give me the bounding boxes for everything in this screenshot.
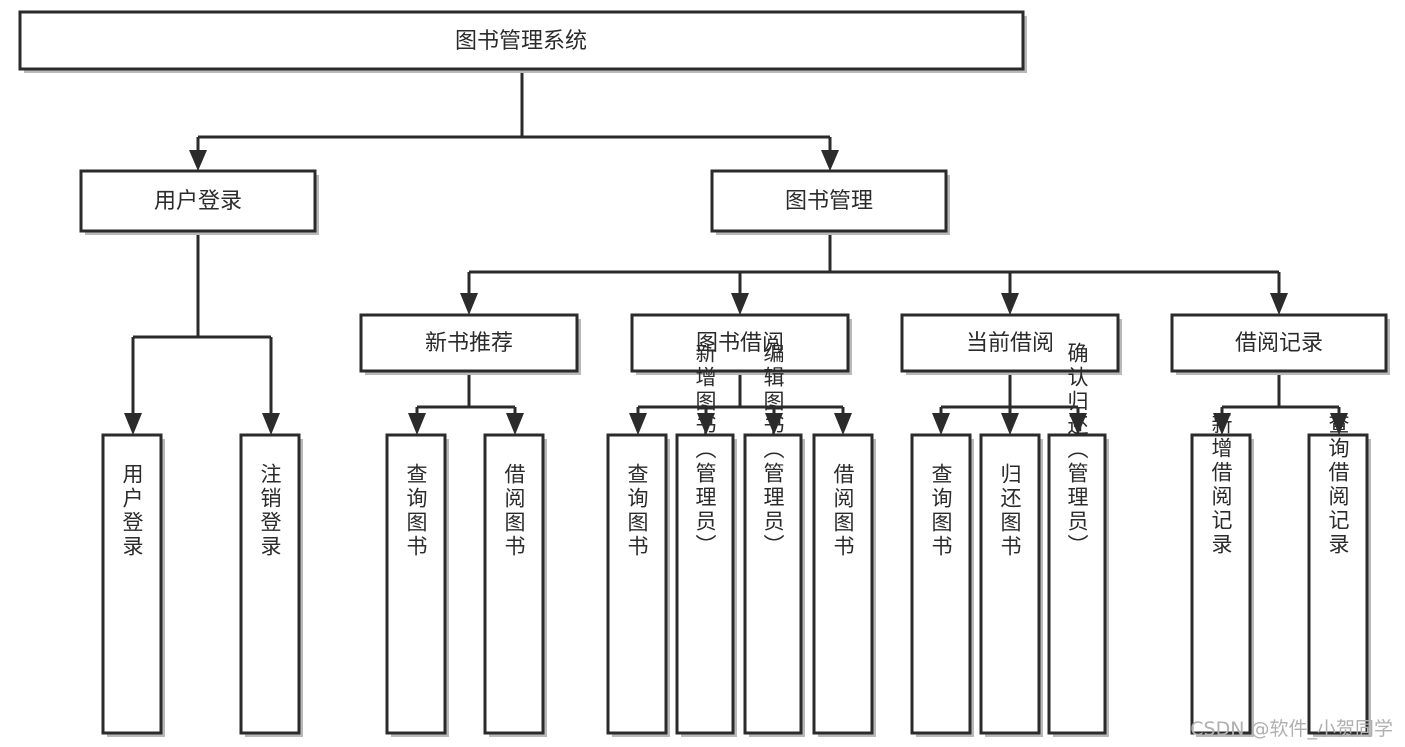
node-leaf-add-borrow-record-rect[interactable] xyxy=(1190,433,1252,735)
arrow-head-root-2 xyxy=(821,150,839,171)
node-leaf-edit-book-admin-rect[interactable] xyxy=(743,433,803,735)
node-leaf-logout-label: 注销登录 xyxy=(258,463,282,559)
node-borrow-record[interactable]: 借阅记录 xyxy=(1170,313,1390,375)
node-user-login[interactable]: 用户登录 xyxy=(79,169,319,235)
arrow-head-current-2 xyxy=(1001,413,1019,435)
arrow-head-root-1 xyxy=(189,150,207,171)
node-leaf-query-borrow-record-rect[interactable] xyxy=(1307,433,1369,735)
arrow-head-borrow-1 xyxy=(629,413,647,435)
node-leaf-confirm-return-admin-rect[interactable] xyxy=(1047,433,1107,735)
arrow-head-current-3 xyxy=(1069,413,1087,435)
node-root-system[interactable]: 图书管理系统 xyxy=(18,10,1027,73)
arrow-head-bookmgmt-2 xyxy=(731,293,749,315)
node-leaf-query-book-current[interactable]: 查询图书 xyxy=(910,433,974,737)
edges-current-borrow-to-leaves xyxy=(932,375,1087,435)
node-leaf-borrow-book-borrow-rect[interactable] xyxy=(812,433,874,735)
node-user-login-label: 用户登录 xyxy=(154,189,242,214)
node-leaf-add-book-admin[interactable]: 新增图书（管理员） xyxy=(675,342,737,737)
arrow-head-borrow-3 xyxy=(765,413,783,435)
node-current-borrow-rect[interactable] xyxy=(900,313,1120,373)
node-leaf-query-book-rec-label: 查询图书 xyxy=(404,463,428,559)
node-leaf-edit-book-admin[interactable]: 编辑图书（管理员） xyxy=(743,342,805,737)
arrow-head-borrow-4 xyxy=(834,413,852,435)
arrow-head-record-2 xyxy=(1330,413,1348,435)
node-leaf-query-book-current-rect[interactable] xyxy=(910,433,972,735)
node-leaf-borrow-book-rec-rect[interactable] xyxy=(483,433,545,735)
node-leaf-query-borrow-record-label: 查询借阅记录 xyxy=(1326,413,1350,557)
arrow-head-user-1 xyxy=(124,413,142,435)
arrow-head-record-1 xyxy=(1213,413,1231,435)
node-leaf-logout-rect[interactable] xyxy=(239,433,301,735)
node-current-borrow-label: 当前借阅 xyxy=(966,331,1054,356)
node-leaf-add-book-admin-label: 新增图书（管理员） xyxy=(693,342,717,558)
arrow-head-bookmgmt-1 xyxy=(460,293,478,315)
node-book-borrow[interactable]: 图书借阅 xyxy=(630,313,852,375)
edges-user-login-to-leaves xyxy=(124,232,280,435)
arrow-head-borrow-2 xyxy=(697,413,715,435)
node-book-management-label: 图书管理 xyxy=(785,189,873,214)
node-new-book-recommend-rect[interactable] xyxy=(359,313,579,373)
node-user-login-rect[interactable] xyxy=(79,169,317,233)
node-leaf-return-book-rect[interactable] xyxy=(979,433,1041,735)
node-leaf-user-login-rect[interactable] xyxy=(101,433,163,735)
node-leaf-query-book-rec[interactable]: 查询图书 xyxy=(385,433,449,737)
node-leaf-return-book[interactable]: 归还图书 xyxy=(979,433,1043,737)
node-leaf-confirm-return-admin[interactable]: 确认归还（管理员） xyxy=(1047,342,1109,737)
node-leaf-query-book-rec-rect[interactable] xyxy=(385,433,447,735)
arrow-head-user-2 xyxy=(262,413,280,435)
node-leaf-borrow-book-rec[interactable]: 借阅图书 xyxy=(483,433,547,737)
node-new-book-recommend[interactable]: 新书推荐 xyxy=(359,313,581,375)
node-leaf-edit-book-admin-label: 编辑图书（管理员） xyxy=(761,342,785,558)
node-leaf-query-book-borrow-label: 查询图书 xyxy=(625,463,649,559)
node-root-label: 图书管理系统 xyxy=(455,29,587,54)
arrow-head-bookmgmt-3 xyxy=(1001,293,1019,315)
node-leaf-borrow-book-borrow-label: 借阅图书 xyxy=(831,463,855,559)
edges-root-to-level2 xyxy=(189,70,839,171)
node-leaf-borrow-book-borrow[interactable]: 借阅图书 xyxy=(812,433,876,737)
edges-borrow-record-to-leaves xyxy=(1213,375,1348,435)
node-leaf-borrow-book-rec-label: 借阅图书 xyxy=(502,463,526,559)
node-leaf-query-book-borrow[interactable]: 查询图书 xyxy=(606,433,670,737)
node-leaf-add-book-admin-rect[interactable] xyxy=(675,433,735,735)
arrow-head-bookmgmt-4 xyxy=(1270,293,1288,315)
node-book-management[interactable]: 图书管理 xyxy=(710,169,950,235)
node-leaf-add-borrow-record-label: 新增借阅记录 xyxy=(1209,413,1233,557)
arrow-head-current-1 xyxy=(932,413,950,435)
edges-new-book-rec-to-leaves xyxy=(408,375,524,435)
node-root-rect[interactable] xyxy=(18,10,1025,71)
node-book-borrow-label: 图书借阅 xyxy=(696,331,784,356)
node-leaf-add-borrow-record[interactable]: 新增借阅记录 xyxy=(1190,413,1254,737)
node-leaf-return-book-label: 归还图书 xyxy=(998,463,1022,559)
node-leaf-query-borrow-record[interactable]: 查询借阅记录 xyxy=(1307,413,1371,737)
node-leaf-query-book-borrow-rect[interactable] xyxy=(606,433,668,735)
edges-book-mgmt-to-level3 xyxy=(460,232,1288,315)
node-book-borrow-rect[interactable] xyxy=(630,313,850,373)
node-borrow-record-rect[interactable] xyxy=(1170,313,1388,373)
node-leaf-user-login-label: 用户登录 xyxy=(120,463,144,559)
arrow-head-newbook-2 xyxy=(506,413,524,435)
edges-book-borrow-to-leaves xyxy=(629,375,852,435)
node-leaf-logout[interactable]: 注销登录 xyxy=(239,433,303,737)
node-current-borrow[interactable]: 当前借阅 xyxy=(900,313,1122,375)
node-leaf-confirm-return-admin-label: 确认归还（管理员） xyxy=(1065,342,1089,558)
node-new-book-recommend-label: 新书推荐 xyxy=(425,331,513,356)
node-borrow-record-label: 借阅记录 xyxy=(1235,331,1323,356)
node-leaf-user-login[interactable]: 用户登录 xyxy=(101,433,165,737)
arrow-head-newbook-1 xyxy=(408,413,426,435)
node-leaf-query-book-current-label: 查询图书 xyxy=(929,463,953,559)
node-book-management-rect[interactable] xyxy=(710,169,948,233)
